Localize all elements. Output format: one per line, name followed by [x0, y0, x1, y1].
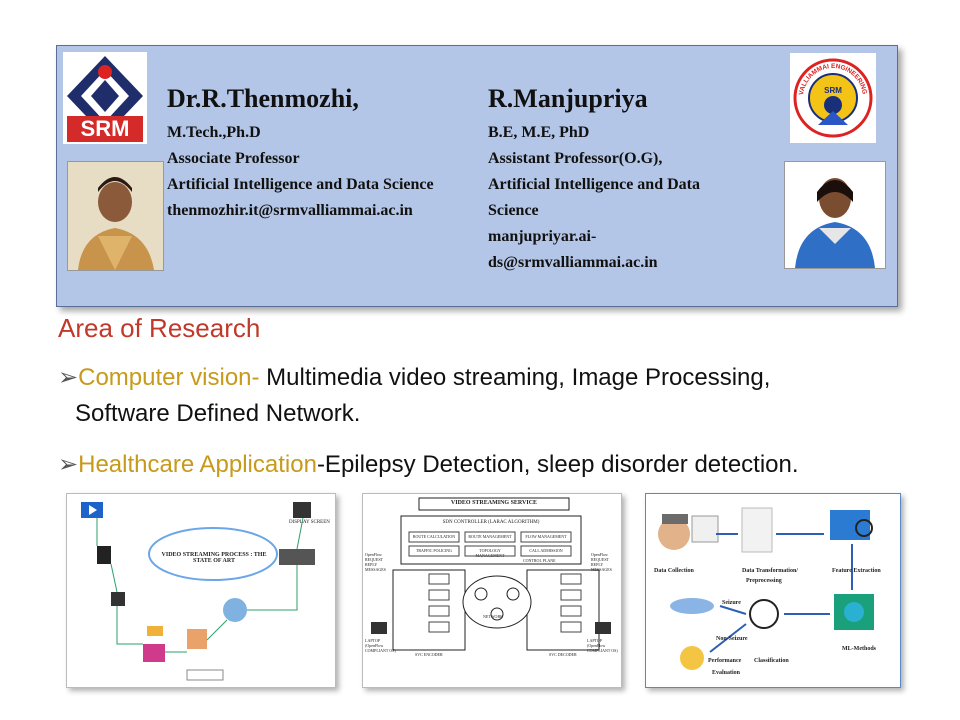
faculty-photo-thenmozhi [67, 161, 164, 271]
bullet-highlight: Healthcare Application [78, 451, 317, 478]
diagram1-title: VIDEO STREAMING PROCESS : THE STATE OF A… [161, 552, 267, 564]
srm-logo-text: SRM [80, 116, 130, 141]
diagram2-module: TOPOLOGY MANAGEMENT [475, 548, 505, 558]
bullet-arrow-icon: ➢ [58, 451, 79, 478]
diagram2-right-device: LAPTOP (OpenFlow COMPLIANT OS) [587, 638, 618, 653]
diagram2-network: NETWORK [483, 614, 503, 619]
diagram2-module: CALL ADMISSION [529, 548, 563, 553]
faculty-name-thenmozhi: Dr.R.Thenmozhi, [167, 84, 359, 113]
faculty-department: Artificial Intelligence and Data [488, 176, 700, 193]
diagram2-title: VIDEO STREAMING SERVICE [450, 500, 538, 506]
faculty-email: manjupriyar.ai- [488, 228, 597, 245]
college-seal-icon: VALLIAMMAI ENGINEERING COLLEGE SRM [787, 48, 873, 138]
bullet-highlight: Computer vision- [78, 364, 260, 391]
epilepsy-detection-pipeline-diagram: Data Collection Data Transformation/ Pre… [645, 493, 901, 688]
diagram3-label-data-transformation: Data Transformation/ [742, 568, 798, 574]
bullet-text: -Epilepsy Detection, sleep disorder dete… [316, 451, 799, 478]
diagram2-module: ROUTE CALCULATION [412, 534, 456, 539]
faculty-email: thenmozhir.it@srmvalliammai.ac.in [167, 202, 413, 219]
diagram2-left-device: LAPTOP (OpenFlow COMPLIANT OS) [365, 638, 396, 653]
diagram3-label-feature-extraction: Feature Extraction [832, 568, 881, 574]
diagram2-decoder: SVC DECODER [549, 652, 577, 657]
diagram3-label-classification: Classification [754, 658, 789, 664]
research-title: Area of Research [58, 313, 261, 343]
diagram3-label-seizure: Seizure [722, 600, 741, 606]
faculty-email-cont: ds@srmvalliammai.ac.in [488, 254, 658, 271]
faculty-degree: M.Tech.,Ph.D [167, 124, 261, 141]
faculty-department: Artificial Intelligence and Data Science [167, 176, 434, 193]
diagram2-module: TRAFFIC POLICING [415, 548, 453, 553]
diagram3-label-preprocessing: Preprocessing [746, 578, 782, 584]
diagram2-encoder: SVC ENCODER [415, 652, 443, 657]
faculty-role: Associate Professor [167, 150, 300, 167]
bullet-arrow-icon: ➢ [58, 364, 79, 391]
college-badge-text: SRM [824, 86, 842, 95]
faculty-details-manjupriya: B.E, M.E, PhD Assistant Professor(O.G), … [488, 120, 700, 276]
faculty-degree: B.E, M.E, PhD [488, 124, 590, 141]
video-streaming-service-diagram: VIDEO STREAMING SERVICE SDN CONTROLLER (… [362, 493, 622, 688]
video-streaming-process-diagram: VIDEO STREAMING PROCESS : THE STATE OF A… [66, 493, 336, 688]
faculty-header-panel: SRM Dr.R.Thenmozhi, M.Tech.,Ph.D Associa… [56, 45, 898, 307]
faculty-role: Assistant Professor(O.G), [488, 150, 663, 167]
diagram2-module: ROUTE MANAGEMENT [468, 534, 512, 539]
research-bullet-computer-vision-cont: Software Defined Network. [75, 398, 360, 430]
diagram1-display-label: DISPLAY SCREEN [289, 520, 330, 525]
diagram2-left-caption: OpenFlow REQUEST REPLY MESSAGES [365, 552, 386, 572]
college-logo: VALLIAMMAI ENGINEERING COLLEGE SRM [787, 48, 876, 143]
faculty-name-manjupriya: R.Manjupriya [488, 84, 648, 113]
diagram2-module: FLOW MANAGEMENT [525, 534, 567, 539]
diagram2-control-plane: CONTROL PLANE [523, 558, 556, 563]
faculty-photo-manjupriya [784, 161, 886, 269]
diagram3-label-performance: Performance [708, 658, 742, 664]
bullet-text-cont: Software Defined Network. [75, 400, 361, 427]
faculty-department-cont: Science [488, 202, 539, 219]
diagram3-label-evaluation: Evaluation [712, 670, 741, 676]
diagram2-right-caption: OpenFlow REQUEST REPLY MESSAGES [591, 552, 612, 572]
bullet-text: Multimedia video streaming, Image Proces… [259, 364, 771, 391]
srm-logo: SRM [63, 52, 147, 144]
research-bullet-healthcare: ➢Healthcare Application-Epilepsy Detecti… [58, 449, 799, 481]
research-bullet-computer-vision: ➢Computer vision- Multimedia video strea… [58, 362, 770, 394]
diagram3-label-ml-methods: ML-Methods [842, 646, 876, 652]
faculty-details-thenmozhi: M.Tech.,Ph.D Associate Professor Artific… [167, 120, 434, 224]
diagram3-label-non-seizure: Non-Seizure [716, 636, 748, 642]
diagram2-controller: SDN CONTROLLER (LARAC ALGORITHM) [442, 520, 540, 525]
diagram3-label-data-collection: Data Collection [654, 568, 694, 574]
srm-emblem-icon [67, 56, 143, 142]
